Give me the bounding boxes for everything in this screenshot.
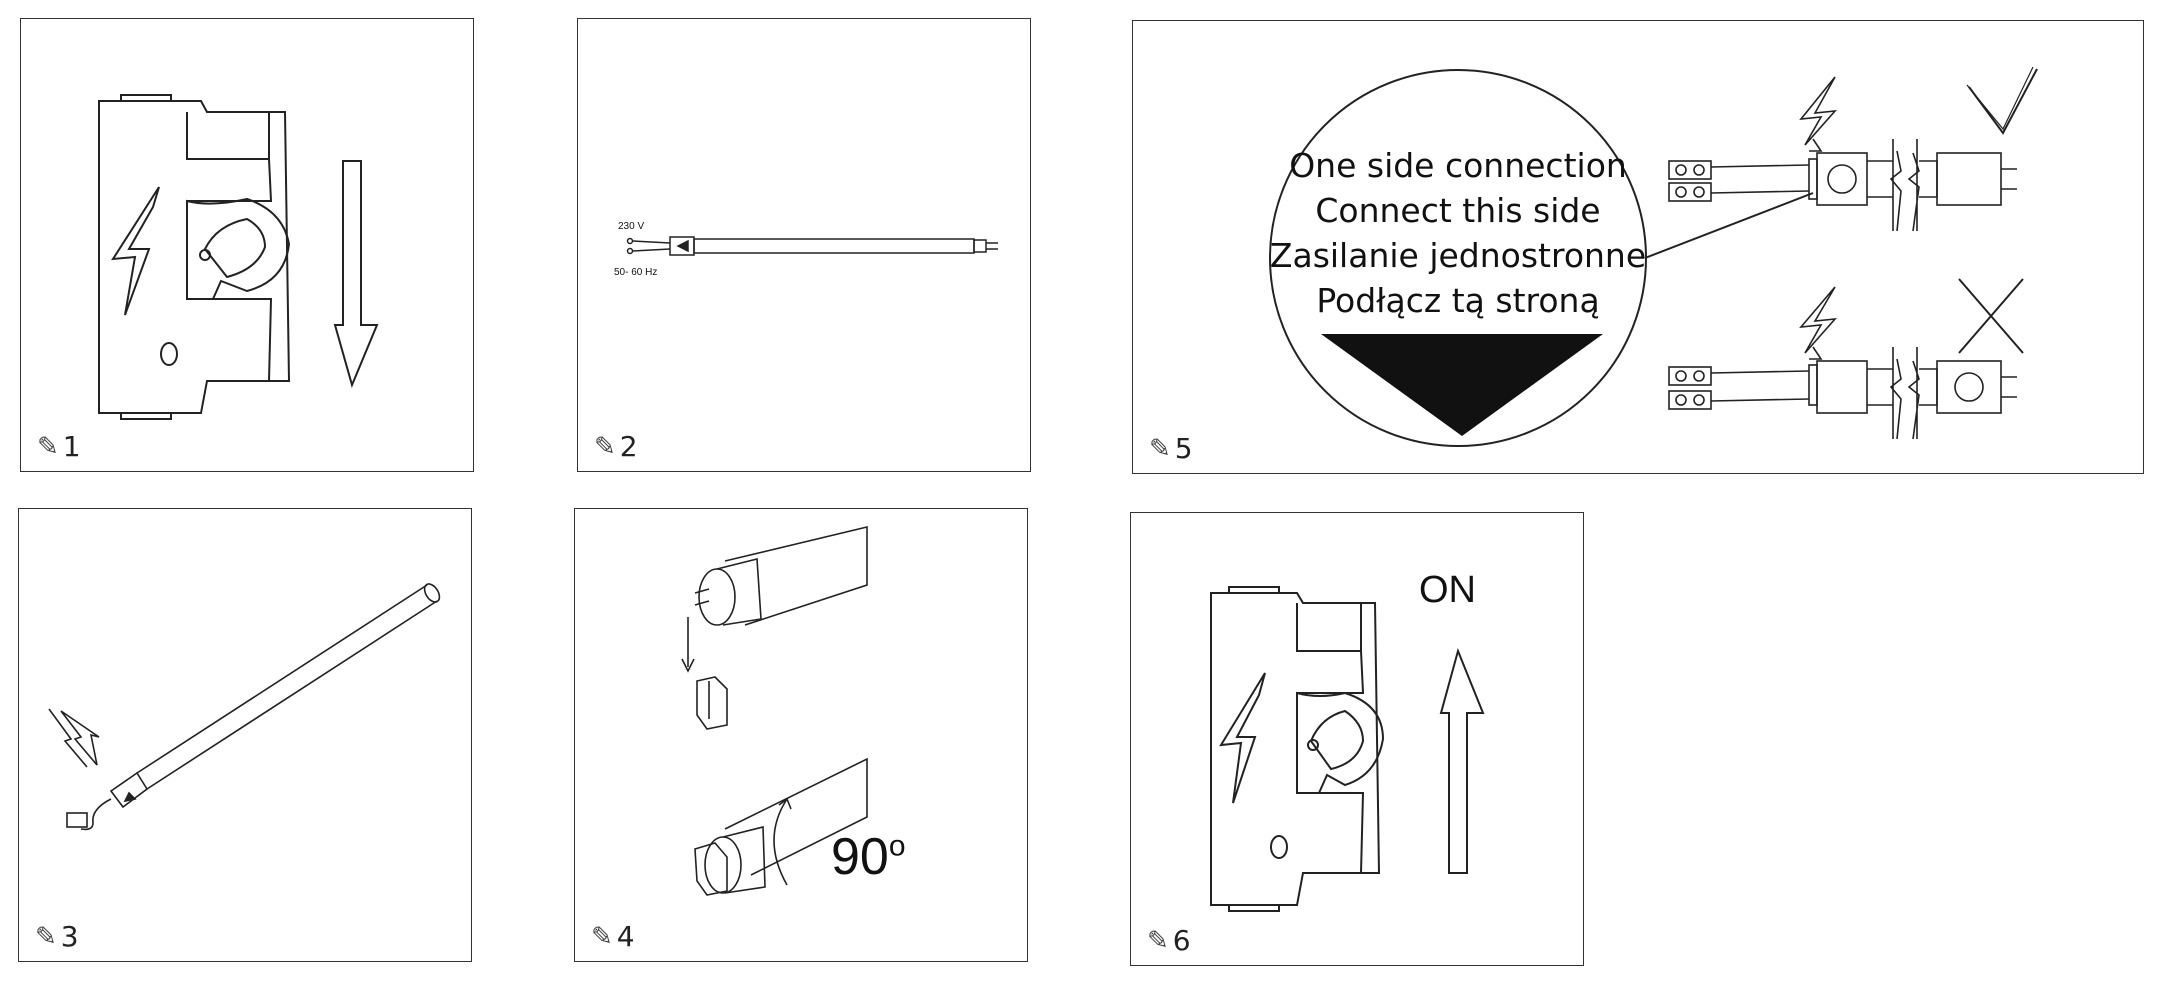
- pencil-icon: ✎: [1147, 925, 1169, 956]
- panel-step-5: One side connection Connect this side Za…: [1132, 20, 2144, 474]
- rotation-angle-label: 90o: [831, 828, 906, 886]
- tube-with-cable-illustration: [48, 583, 441, 831]
- pencil-icon: ✎: [37, 431, 59, 462]
- panel-step-4: 90o ✎ 4: [574, 508, 1028, 962]
- step-label: ✎ 3: [35, 920, 79, 953]
- tube-wiring-illustration: [626, 236, 998, 256]
- step-label: ✎ 5: [1149, 432, 1193, 465]
- instruction-line-2: Connect this side: [1315, 191, 1601, 230]
- panel-step-6: ON ✎ 6: [1130, 512, 1584, 966]
- frequency-label: 50- 60 Hz: [614, 267, 658, 278]
- lightning-icon: [111, 186, 160, 316]
- lightning-icon: [60, 710, 100, 766]
- pencil-icon: ✎: [1149, 433, 1171, 464]
- step-label: ✎ 6: [1147, 924, 1191, 957]
- pencil-icon: ✎: [591, 921, 613, 952]
- end-cap-rotation-illustration: [681, 525, 868, 896]
- on-label: ON: [1419, 569, 1476, 611]
- instruction-line-3: Zasilanie jednostronne: [1269, 236, 1647, 275]
- check-icon: [1968, 68, 2038, 135]
- panel-step-1: ✎ 1: [20, 18, 474, 472]
- pencil-icon: ✎: [594, 431, 616, 462]
- step-label: ✎ 1: [37, 430, 81, 463]
- instruction-line-1: One side connection: [1289, 146, 1627, 185]
- step-label: ✎ 2: [594, 430, 638, 463]
- pencil-icon: ✎: [35, 921, 57, 952]
- switch-off-illustration: [98, 94, 379, 420]
- degree-symbol: o: [888, 829, 906, 863]
- lightning-icon: [1799, 76, 1837, 146]
- instruction-line-4: Podłącz tą stroną: [1316, 281, 1600, 320]
- step-label: ✎ 4: [591, 920, 635, 953]
- panel-step-2: 230 V 50- 60 Hz ✎ 2: [577, 18, 1031, 472]
- connection-instruction-text: One side connection Connect this side Za…: [1268, 143, 1648, 323]
- voltage-label: 230 V: [618, 221, 645, 232]
- lightning-icon: [1799, 286, 1837, 354]
- switch-on-illustration: [1210, 586, 1485, 912]
- cross-icon: [1958, 278, 2024, 354]
- arrow-down-icon: [1321, 334, 1603, 436]
- one-side-connection-diagram: [1269, 66, 2038, 447]
- panel-step-3: ✎ 3: [18, 508, 472, 962]
- lightning-icon: [1219, 672, 1266, 804]
